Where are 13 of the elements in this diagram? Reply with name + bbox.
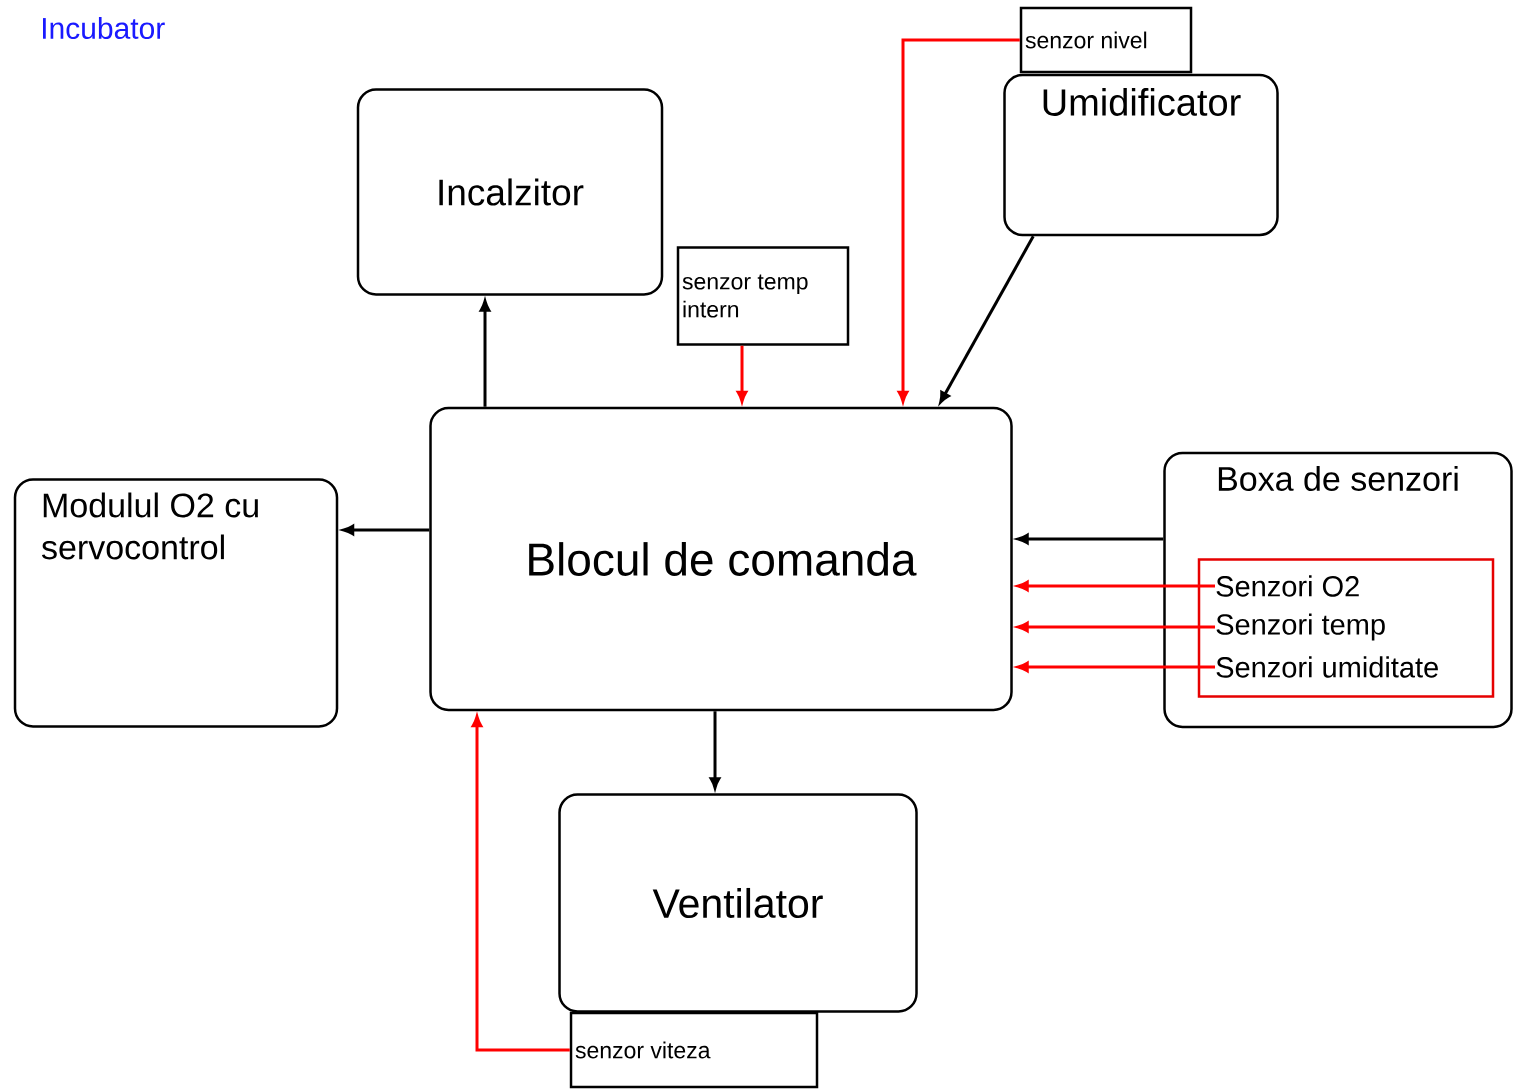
- sensor-label: Senzori O2: [1216, 575, 1359, 597]
- sensor-box: senzor viteza: [569, 1011, 819, 1089]
- sensor-label: Senzori umiditate: [1216, 656, 1438, 678]
- sensor-label: Senzori temp: [1216, 613, 1385, 641]
- block-box: Ventilator: [558, 793, 918, 1013]
- block-box: Incalzitor: [356, 88, 664, 296]
- arrow: [939, 235, 1035, 404]
- block-box: Blocul de comanda: [429, 406, 1013, 712]
- title: Incubator: [43, 17, 165, 39]
- block-box: Modulul O2 cu servocontrol: [13, 478, 339, 728]
- sensor-group-box: [1197, 558, 1495, 698]
- sensor-box: senzor temp intern: [676, 246, 850, 346]
- sensor-box: senzor nivel: [1019, 6, 1193, 74]
